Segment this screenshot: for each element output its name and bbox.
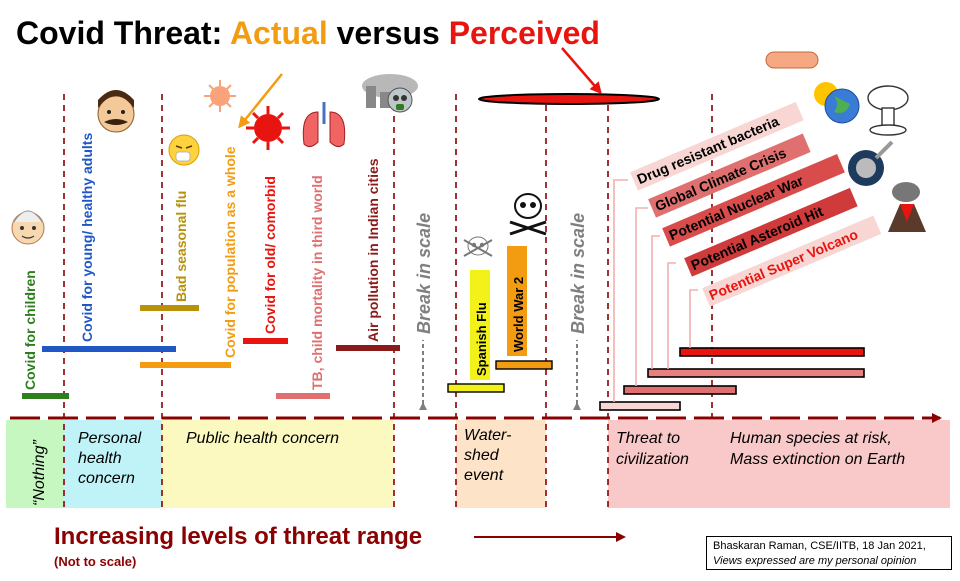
- bar-bacteria: [599, 401, 681, 411]
- zone-separators: [63, 94, 713, 508]
- lungs-icon: [302, 102, 346, 148]
- bar-climate: [623, 385, 737, 395]
- label-young: Covid for young/ healthy adults: [79, 133, 95, 342]
- climate-globe-icon: [814, 82, 860, 124]
- footer-heading: Increasing levels of threat range: [54, 523, 422, 550]
- asteroid-icon: [848, 140, 894, 186]
- actual-arrow: [238, 73, 283, 129]
- sneezing-face-icon: [168, 134, 200, 166]
- bar-spanish: [447, 383, 505, 393]
- virus-red-icon: [246, 106, 290, 150]
- adult-face-icon: [97, 90, 135, 133]
- footer-note: (Not to scale): [54, 554, 136, 569]
- bar-children: [22, 393, 69, 399]
- zone-watershed-bg: [456, 420, 546, 508]
- credit-line-2: Views expressed are my personal opinion: [713, 555, 917, 567]
- bar-population: [140, 362, 231, 368]
- zone-nothing-bg: [6, 420, 64, 508]
- label-ww2: World War 2: [511, 277, 526, 352]
- bar-super-volcano: [679, 347, 865, 357]
- virus-orange-icon: [204, 80, 236, 112]
- bacteria-icon: [765, 51, 819, 69]
- page-title: Covid Threat: Actual versus Perceived: [16, 15, 600, 51]
- bar-nuclear: [647, 368, 865, 378]
- nuclear-explosion-icon: [867, 85, 909, 136]
- label-spanish: Spanish Flu: [474, 302, 489, 376]
- zone-public-label: Public health concern: [186, 430, 339, 447]
- bar-old: [243, 338, 288, 344]
- bar-air: [336, 345, 400, 351]
- bar-young: [42, 346, 176, 352]
- label-tb: TB, child mortality in third world: [309, 175, 325, 390]
- credit-line-1: Bhaskaran Raman, CSE/IITB, 18 Jan 2021,: [713, 540, 926, 552]
- skull-crossbones-icon: [509, 193, 547, 236]
- bar-ww2: [495, 360, 553, 370]
- volcano-icon: [888, 182, 926, 232]
- connector-lines: [613, 179, 698, 402]
- label-children: Covid for children: [22, 270, 38, 390]
- perceived-range-marker: [478, 93, 660, 105]
- label-flu: Bad seasonal flu: [173, 191, 189, 302]
- zone-civilization-bg: [608, 420, 950, 508]
- label-air: Air pollution in Indian cities: [365, 158, 381, 342]
- credit-box: Bhaskaran Raman, CSE/IITB, 18 Jan 2021, …: [706, 536, 952, 570]
- label-old: Covid for old/ comorbid: [262, 176, 278, 334]
- perceived-arrow: [561, 47, 602, 95]
- child-face-icon: [11, 210, 45, 245]
- zone-nothing-label: “Nothing”: [31, 440, 48, 506]
- zone-species-label: Human species at risk,Mass extinction on…: [730, 430, 905, 468]
- ww2-label-bg: [507, 246, 527, 356]
- air-pollution-icon: [362, 74, 418, 113]
- bar-tb: [276, 393, 330, 399]
- break-in-scale-2: Break in scale: [568, 213, 588, 334]
- label-population: Covid for population as a whole: [222, 146, 238, 358]
- zone-public-bg: [162, 420, 394, 508]
- skull-small-icon: [463, 236, 493, 257]
- spanish-label-bg: [470, 270, 490, 380]
- zone-personal-bg: [64, 420, 162, 508]
- break-in-scale-1: Break in scale: [414, 213, 434, 334]
- bar-flu: [140, 305, 199, 311]
